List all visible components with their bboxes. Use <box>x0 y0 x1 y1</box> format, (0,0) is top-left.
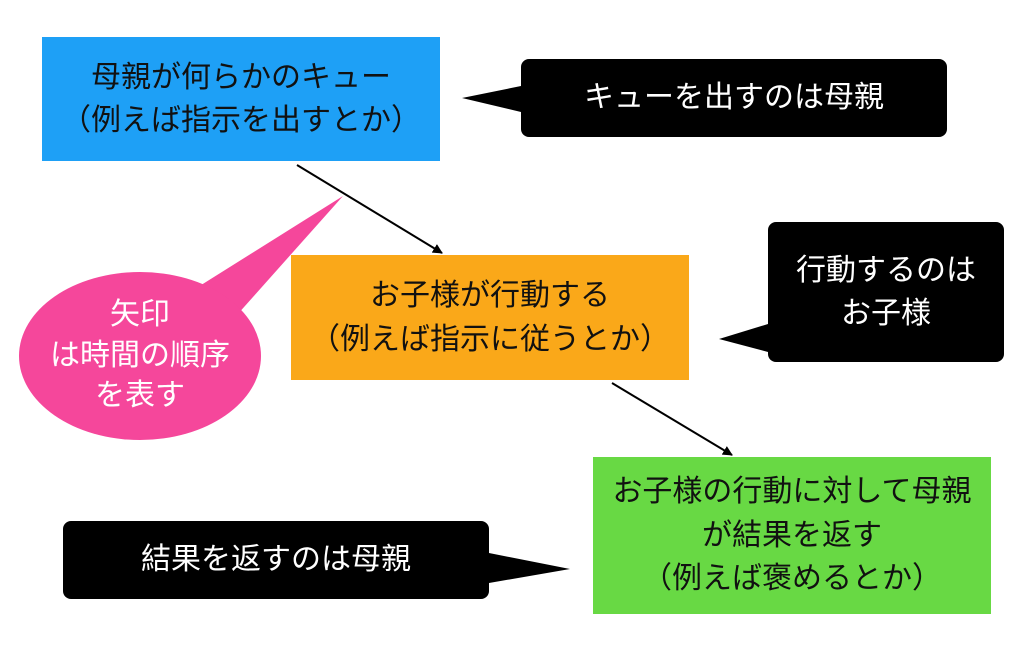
arrow-meaning-note: 矢印 は時間の順序 を表す <box>19 272 261 440</box>
child-action-line-1: お子様が行動する <box>370 278 610 313</box>
callout-action-line-2: お子様 <box>841 296 931 331</box>
note-bubble-tail <box>190 196 343 325</box>
arrow-cue-to-action <box>296 164 443 254</box>
callout-result-text: 結果を返すのは母親 <box>141 542 411 578</box>
callout-result-tail <box>489 553 570 583</box>
mother-cue-box: 母親が何らかのキュー （例えば指示を出すとか） <box>42 37 440 161</box>
callout-action-by-child: 行動するのは お子様 <box>768 222 1004 362</box>
mother-result-line-1: お子様の行動に対して母親 <box>612 474 972 510</box>
mother-cue-line-2: （例えば指示を出すとか） <box>61 103 421 138</box>
callout-result-by-mother: 結果を返すのは母親 <box>63 521 489 599</box>
arrow-meaning-line-3: を表す <box>95 378 185 414</box>
callout-cue-text: キューを出すのは母親 <box>584 80 884 116</box>
arrow-meaning-line-2: は時間の順序 <box>50 337 230 373</box>
callout-cue-tail <box>462 86 521 112</box>
mother-result-line-2: が結果を返す <box>702 517 882 553</box>
child-action-line-2: （例えば指示に従うとか） <box>310 321 670 357</box>
callout-action-line-1: 行動するのは <box>796 252 976 288</box>
arrow-meaning-line-1: 矢印 <box>110 297 170 333</box>
arrow-action-to-result <box>611 382 733 456</box>
callout-action-tail <box>719 324 768 352</box>
child-action-box: お子様が行動する （例えば指示に従うとか） <box>291 255 689 380</box>
callout-cue-by-mother: キューを出すのは母親 <box>521 59 947 137</box>
mother-result-line-3: （例えば褒めるとか） <box>642 561 942 597</box>
mother-result-box: お子様の行動に対して母親 が結果を返す （例えば褒めるとか） <box>593 457 991 614</box>
mother-cue-line-1: 母親が何らかのキュー <box>91 59 391 95</box>
